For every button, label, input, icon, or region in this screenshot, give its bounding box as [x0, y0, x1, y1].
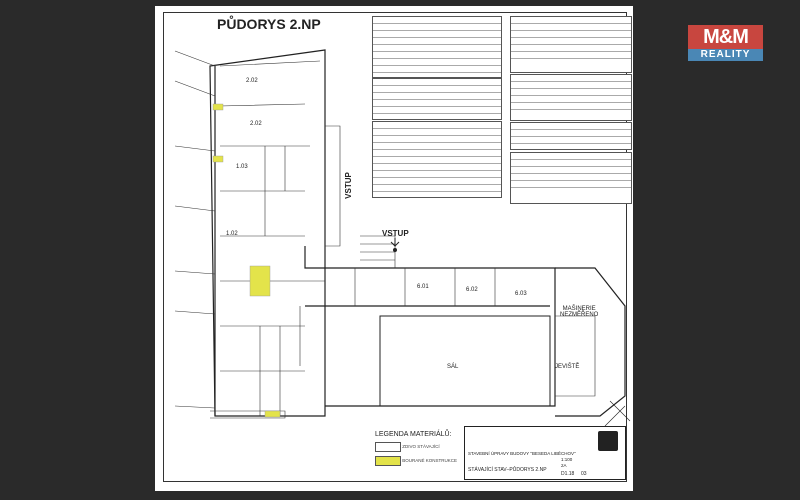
- sheet-number: 03: [581, 471, 587, 477]
- legend-heading: LEGENDA MATERIÁLŮ:: [375, 431, 452, 438]
- room-label: 1.03: [236, 164, 248, 170]
- logo-bottom: REALITY: [688, 49, 763, 61]
- legend-swatch: [375, 442, 401, 452]
- machinery-label-line: MAŠINERIE: [562, 306, 596, 312]
- machinery-label: MAŠINERIE NEZMĚŘENO: [560, 306, 598, 318]
- room-table: [372, 121, 502, 198]
- plan-title: PŮDORYS 2.NP: [217, 16, 321, 32]
- legend-item: BOURANÉ KONSTRUKCE: [375, 456, 457, 466]
- room-label: 1.02: [226, 231, 238, 237]
- room-label-hall: SÁL: [447, 364, 459, 370]
- room-table: [510, 122, 632, 150]
- title-block: STAVEBNÍ ÚPRAVY BUDOVY "BESEDA LIBĚCHOV"…: [464, 426, 626, 480]
- project-name: STAVEBNÍ ÚPRAVY BUDOVY "BESEDA LIBĚCHOV": [468, 451, 576, 456]
- logo-top: M&M: [688, 25, 763, 49]
- floor-plan-drawing: [174, 49, 631, 427]
- room-table: [510, 74, 632, 121]
- mm-reality-logo: M&M REALITY: [688, 25, 763, 61]
- room-label: 6.01: [417, 284, 429, 290]
- room-table: [510, 16, 632, 73]
- room-label: 6.02: [466, 287, 478, 293]
- legend-label: ZDIVO STÁVAJÍCÍ: [402, 444, 440, 450]
- legend-swatch: [375, 456, 401, 466]
- room-label: 2.02: [250, 121, 262, 127]
- legend-label: BOURANÉ KONSTRUKCE: [402, 458, 458, 464]
- format: 2A: [561, 463, 567, 468]
- scale: 1:100: [561, 457, 573, 462]
- firm-logo: [598, 431, 618, 451]
- room-table: [372, 16, 502, 78]
- drawing-number: D1.18: [561, 471, 575, 477]
- sheet-name: STÁVAJÍCÍ STAV–PŮDORYS 2.NP: [468, 467, 547, 473]
- room-label-stage: JEVIŠTĚ: [555, 364, 580, 370]
- legend-item: ZDIVO STÁVAJÍCÍ: [375, 442, 457, 452]
- room-table: [372, 78, 502, 120]
- machinery-label-line: NEZMĚŘENO: [560, 312, 599, 318]
- room-label: 6.03: [515, 291, 527, 297]
- drawing-frame: [163, 12, 627, 482]
- entrance-label: VSTUP: [382, 229, 409, 238]
- room-table: [510, 152, 632, 204]
- room-label: 2.02: [246, 78, 258, 84]
- floor-plan-sheet: PŮDORYS 2.NP: [155, 6, 633, 491]
- entrance-label: VSTUP: [343, 172, 353, 199]
- materials-legend: LEGENDA MATERIÁLŮ: ZDIVO STÁVAJÍCÍ BOURA…: [375, 431, 457, 466]
